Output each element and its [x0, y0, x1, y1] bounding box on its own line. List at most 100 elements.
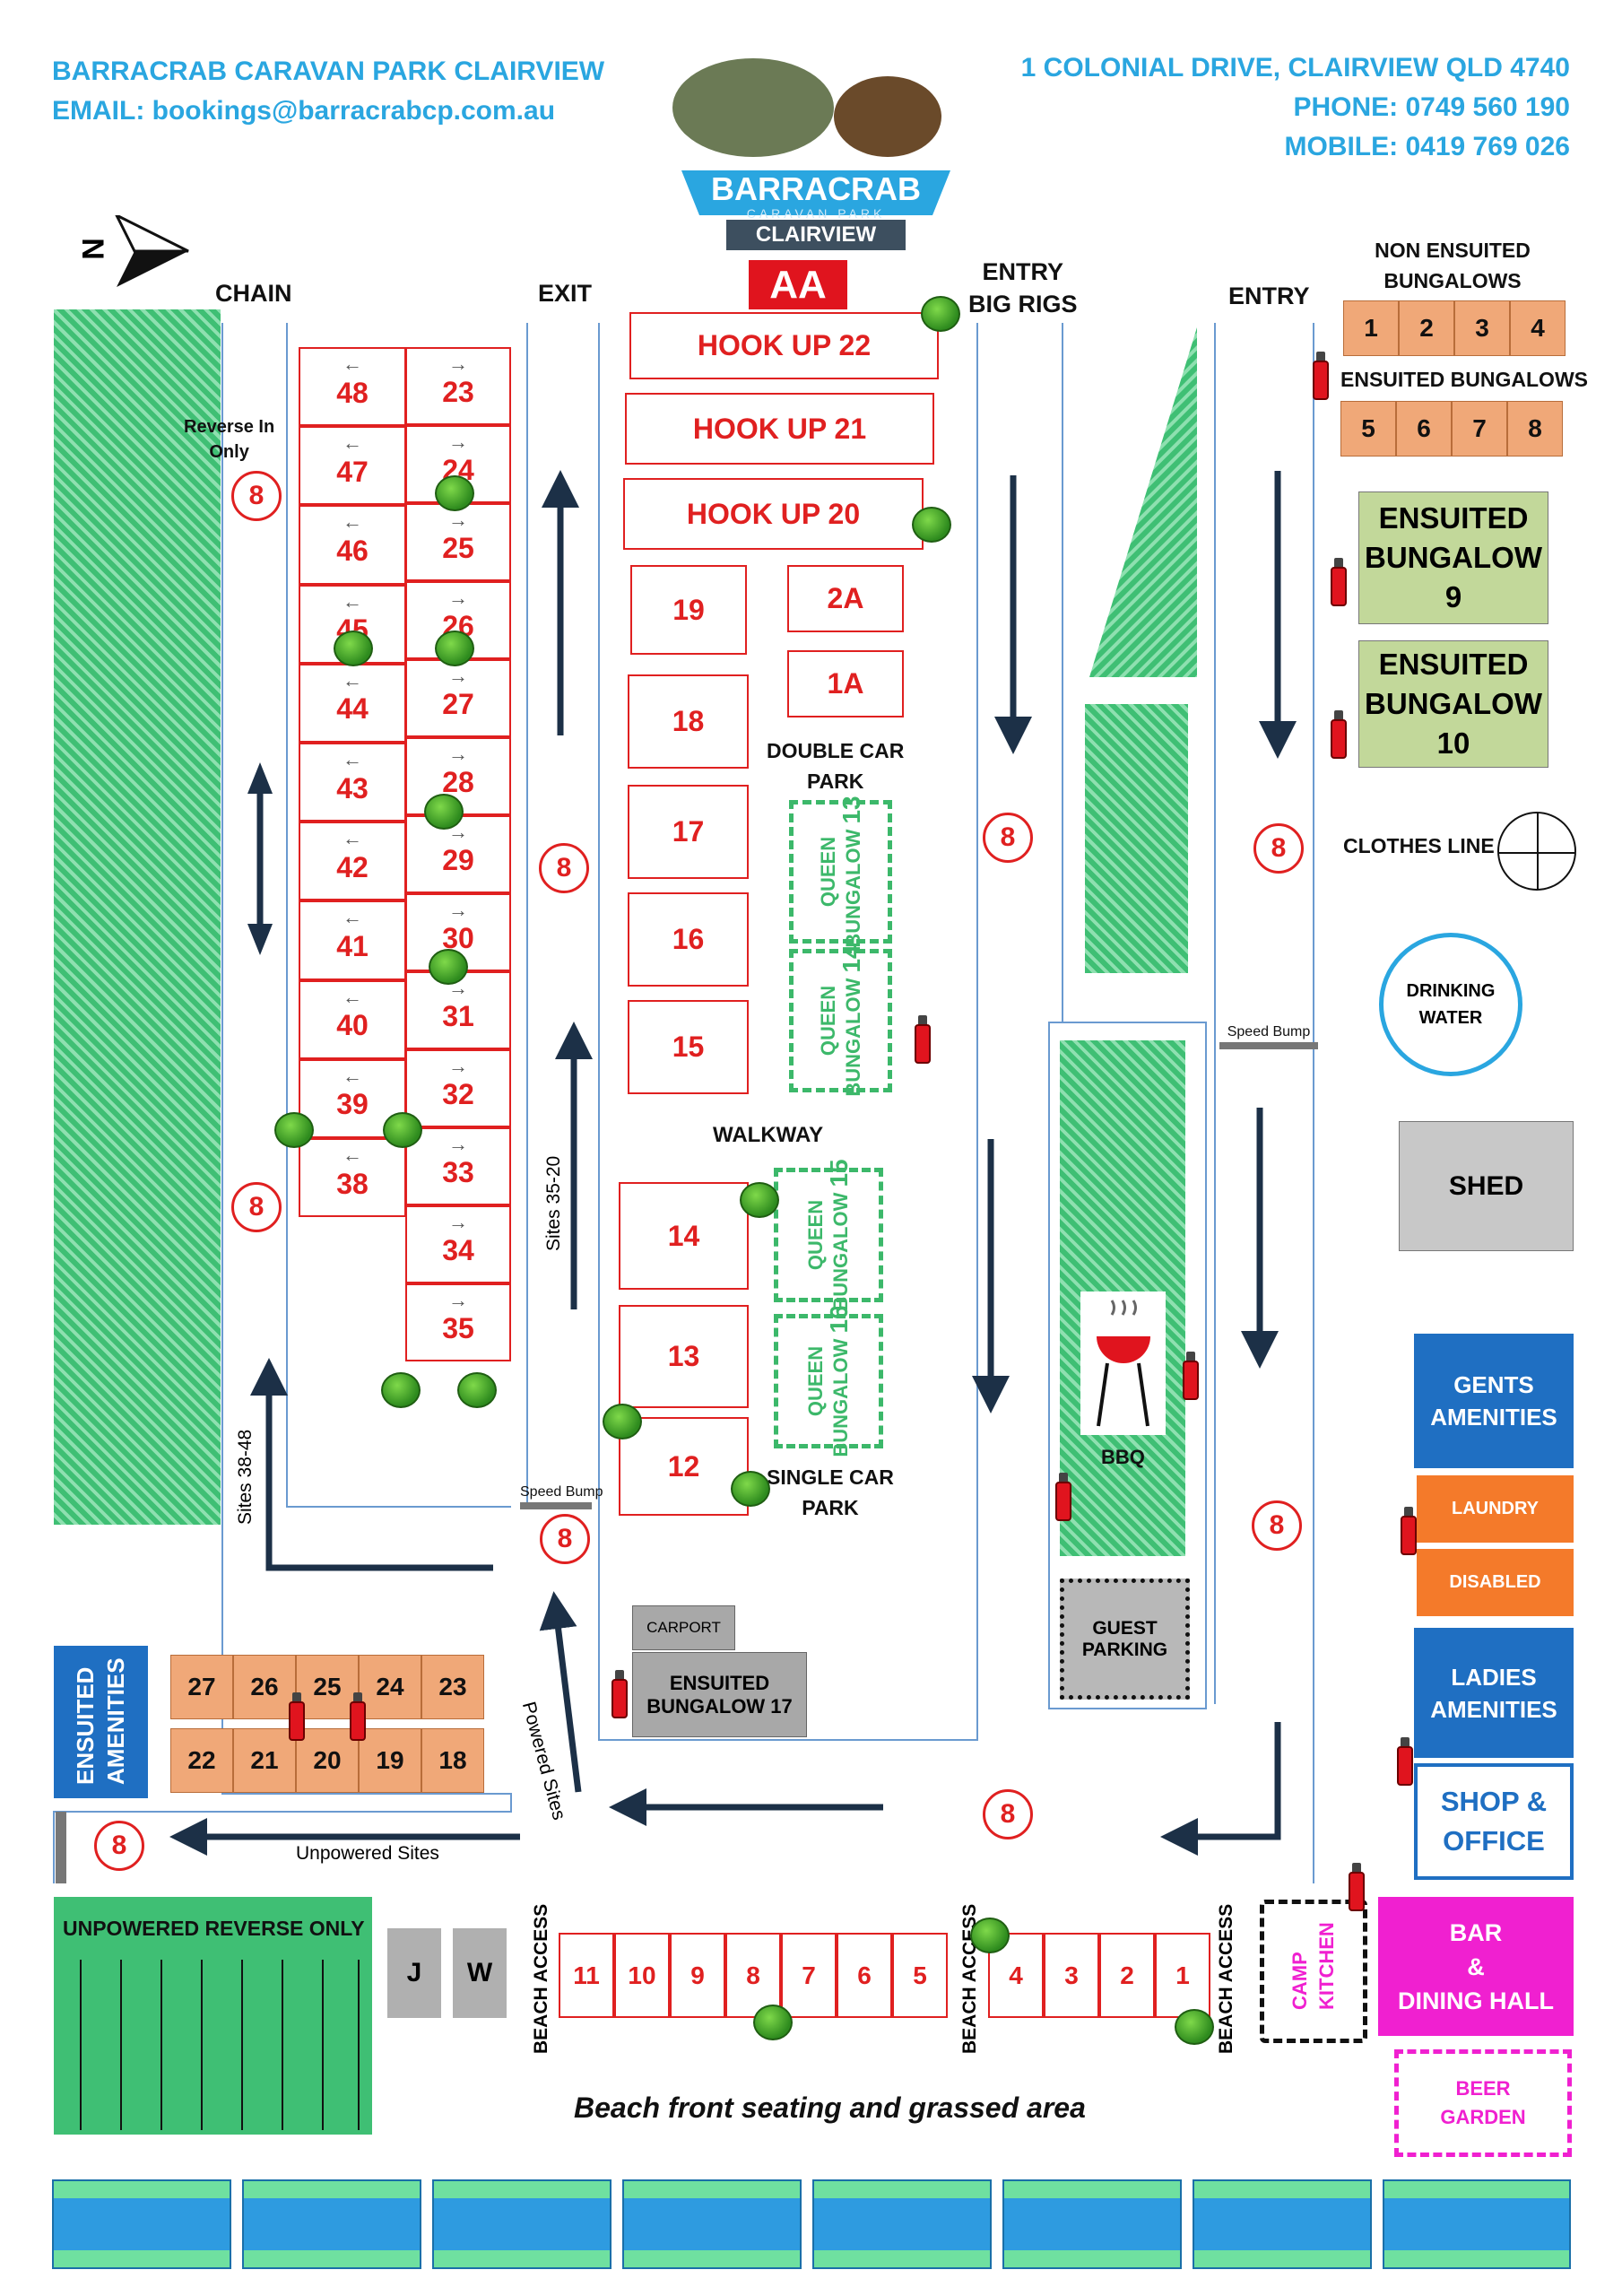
fire-extinguisher-icon	[287, 1691, 307, 1741]
direction-arrow-icon: →	[448, 1211, 468, 1233]
direction-arrow-icon: ←	[343, 748, 362, 770]
site-16[interactable]: 16	[628, 892, 749, 987]
site-27[interactable]: →27	[405, 659, 511, 737]
unit-10[interactable]: 10	[614, 1933, 670, 2018]
site-2a[interactable]: 2A	[787, 565, 904, 632]
site-42[interactable]: ←42	[299, 822, 406, 901]
guest-parking[interactable]: GUEST PARKING	[1060, 1578, 1190, 1700]
phone[interactable]: PHONE: 0749 560 190	[1293, 92, 1570, 122]
hookup-22[interactable]: HOOK UP 22	[629, 312, 939, 379]
site-24[interactable]: →24	[405, 425, 511, 503]
unit-5[interactable]: 5	[1340, 401, 1396, 457]
shed[interactable]: SHED	[1399, 1121, 1574, 1251]
site-38[interactable]: ←38	[299, 1138, 406, 1218]
site-14[interactable]: 14	[619, 1182, 749, 1290]
site-47[interactable]: ←47	[299, 426, 406, 506]
toilet-j[interactable]: J	[387, 1928, 441, 2018]
unit-3[interactable]: 3	[1044, 1933, 1099, 2018]
unit-1[interactable]: 1	[1155, 1933, 1210, 2018]
site-43[interactable]: ←43	[299, 743, 406, 822]
hookup-21[interactable]: HOOK UP 21	[625, 393, 934, 465]
unpowered-reverse-area[interactable]: UNPOWERED REVERSE ONLY	[54, 1897, 372, 2135]
unit-27[interactable]: 27	[170, 1655, 233, 1719]
unit-4[interactable]: 4	[1510, 300, 1566, 356]
site-32[interactable]: →32	[405, 1049, 511, 1127]
email[interactable]: EMAIL: bookings@barracrabcp.com.au	[52, 96, 556, 126]
direction-arrow-icon: ←	[343, 352, 362, 375]
wave-banner-tile	[1193, 2179, 1372, 2269]
wave-banner-tile	[52, 2179, 231, 2269]
unit-18[interactable]: 18	[421, 1728, 484, 1793]
unit-8[interactable]: 8	[1507, 401, 1563, 457]
unit-24[interactable]: 24	[359, 1655, 421, 1719]
unit-1[interactable]: 1	[1343, 300, 1399, 356]
laundry[interactable]: LAUNDRY	[1417, 1475, 1574, 1543]
non-ensuited-title: NON ENSUITED BUNGALOWS	[1375, 239, 1531, 292]
carport: CARPORT	[632, 1605, 735, 1650]
camp-kitchen[interactable]: CAMP KITCHEN	[1260, 1900, 1367, 2043]
site-1a[interactable]: 1A	[787, 650, 904, 718]
entry-label: ENTRY	[1228, 283, 1310, 309]
speed-limit-4: 8	[540, 1514, 590, 1564]
ensuited-amenities[interactable]: ENSUITED AMENITIES	[54, 1646, 148, 1798]
speed-limit-9: 8	[94, 1821, 144, 1871]
queen-bungalow-15[interactable]: QUEEN BUNGALOW 15	[774, 1159, 883, 1311]
unit-23[interactable]: 23	[421, 1655, 484, 1719]
queen-bungalow-16[interactable]: QUEEN BUNGALOW 16	[774, 1305, 883, 1457]
ensuited-bungalow-9[interactable]: ENSUITED BUNGALOW 9	[1358, 491, 1548, 624]
unit-21[interactable]: 21	[233, 1728, 296, 1793]
site-40[interactable]: ←40	[299, 979, 406, 1059]
disabled[interactable]: DISABLED	[1417, 1549, 1574, 1616]
queen-bungalow-13[interactable]: QUEEN BUNGALOW 13	[789, 796, 892, 948]
unit-2[interactable]: 2	[1099, 1933, 1155, 2018]
unit-11[interactable]: 11	[559, 1933, 614, 2018]
unit-7[interactable]: 7	[1452, 401, 1507, 457]
site-48[interactable]: ←48	[299, 347, 406, 427]
queen-bungalow-14[interactable]: QUEEN BUNGALOW 14	[789, 944, 892, 1097]
site-34[interactable]: →34	[405, 1205, 511, 1283]
tree	[274, 1112, 314, 1148]
site-35[interactable]: →35	[405, 1283, 511, 1361]
unit-5[interactable]: 5	[892, 1933, 948, 2018]
bar-dining-hall[interactable]: BAR & DINING HALL	[1378, 1897, 1574, 2036]
site-12[interactable]: 12	[619, 1417, 749, 1516]
unit-2[interactable]: 2	[1399, 300, 1454, 356]
logo-place: CLAIRVIEW	[755, 222, 877, 247]
site-15[interactable]: 15	[628, 1000, 749, 1094]
site-33[interactable]: →33	[405, 1127, 511, 1205]
site-25[interactable]: →25	[405, 503, 511, 581]
ensuited-bungalow-10[interactable]: ENSUITED BUNGALOW 10	[1358, 640, 1548, 768]
site-18[interactable]: 18	[628, 674, 749, 769]
site-23[interactable]: →23	[405, 347, 511, 425]
site-46[interactable]: ←46	[299, 505, 406, 585]
unit-19[interactable]: 19	[359, 1728, 421, 1793]
ensuited-bungalow-17[interactable]: ENSUITED BUNGALOW 17	[632, 1652, 807, 1737]
hookup-20[interactable]: HOOK UP 20	[623, 478, 924, 550]
site-17[interactable]: 17	[628, 785, 749, 879]
site-19[interactable]: 19	[630, 565, 747, 655]
mobile[interactable]: MOBILE: 0419 769 026	[1284, 132, 1570, 161]
unit-25[interactable]: 25	[296, 1655, 359, 1719]
unit-3[interactable]: 3	[1454, 300, 1510, 356]
fire-extinguisher-icon	[1311, 350, 1331, 400]
unit-7[interactable]: 7	[781, 1933, 837, 2018]
unit-6[interactable]: 6	[837, 1933, 892, 2018]
gents-amenities[interactable]: GENTS AMENITIES	[1414, 1334, 1574, 1468]
toilet-w[interactable]: W	[453, 1928, 507, 2018]
tree	[435, 631, 474, 666]
ladies-amenities[interactable]: LADIES AMENITIES	[1414, 1628, 1574, 1758]
site-13[interactable]: 13	[619, 1305, 749, 1408]
shop-office[interactable]: SHOP & OFFICE	[1414, 1763, 1574, 1880]
beer-garden[interactable]: BEER GARDEN	[1394, 2049, 1572, 2157]
unit-6[interactable]: 6	[1396, 401, 1452, 457]
speed-limit-6: 8	[1253, 823, 1304, 874]
unit-9[interactable]: 9	[670, 1933, 725, 2018]
unit-26[interactable]: 26	[233, 1655, 296, 1719]
site-41[interactable]: ←41	[299, 900, 406, 980]
unit-20[interactable]: 20	[296, 1728, 359, 1793]
unit-22[interactable]: 22	[170, 1728, 233, 1793]
unit-8[interactable]: 8	[725, 1933, 781, 2018]
site-31[interactable]: →31	[405, 971, 511, 1049]
site-number: 48	[336, 376, 369, 409]
